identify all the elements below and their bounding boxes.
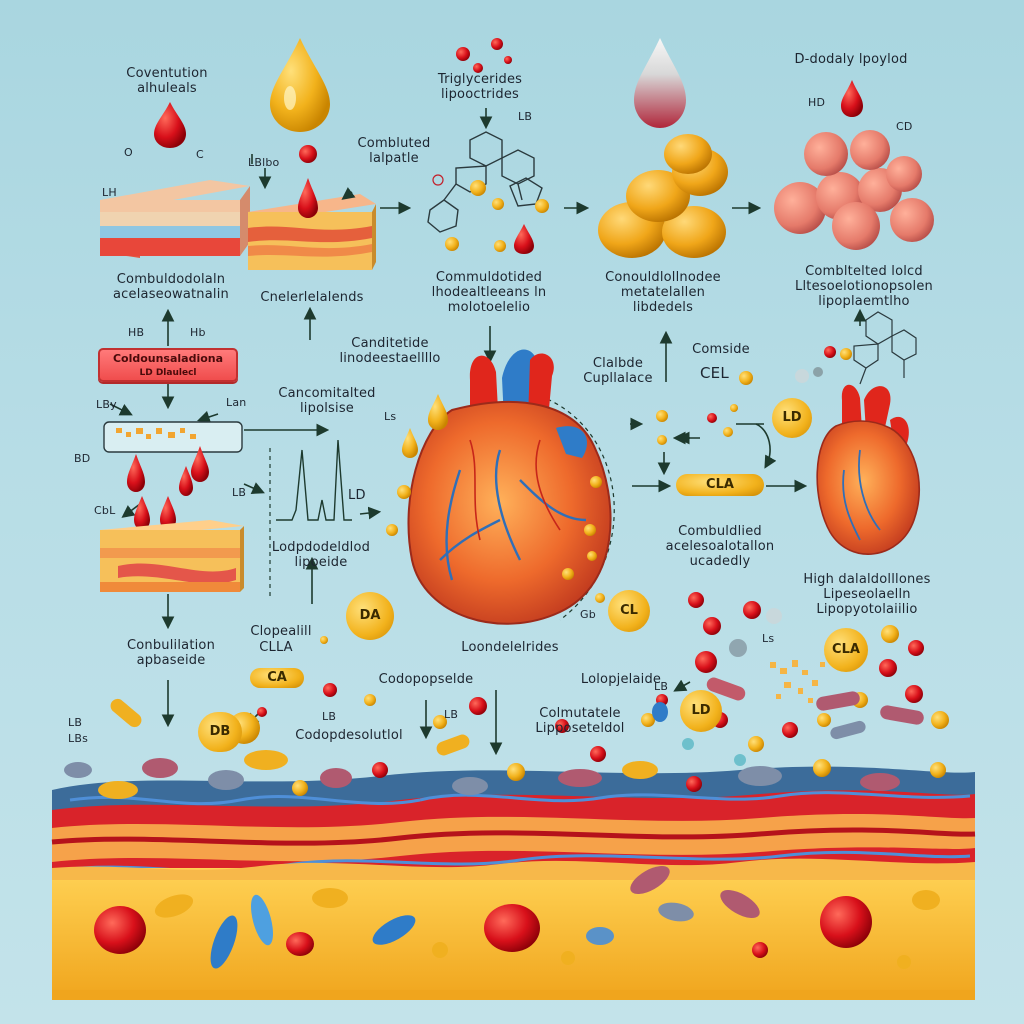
tissue-block-1 bbox=[100, 180, 250, 258]
red-molecule-cluster bbox=[456, 38, 512, 73]
yellow-lipid-balls-top bbox=[432, 174, 549, 254]
db-pill: DB bbox=[198, 712, 242, 752]
cl-pill-mid: CL bbox=[608, 590, 650, 632]
cla-pill-right: CLA bbox=[824, 628, 868, 672]
tissue-block-2 bbox=[248, 145, 376, 270]
lipid-status-title: Coldounsaladiona bbox=[112, 352, 224, 365]
molecule-structure-2 bbox=[853, 311, 917, 385]
label-row2-d: Conouldlollnodee metatelallen libdedels bbox=[605, 270, 721, 315]
label-row2-mid: Cnelerlelalends bbox=[260, 290, 364, 305]
label-row2-c: Commuldotided lhodealtleeans ln molotoel… bbox=[431, 270, 547, 315]
label-cont-lip: Cancomitalted lipolsise bbox=[278, 386, 376, 416]
label-combluted: Combluted lalpatle bbox=[357, 136, 431, 166]
label-lb-4: LB bbox=[322, 710, 337, 723]
label-top-left: Coventution alhuleals bbox=[126, 66, 208, 96]
label-lolopjelaide: Lolopjelaide bbox=[580, 672, 662, 687]
lipid-transfer-panel bbox=[103, 421, 243, 530]
ld-pill-bottom: LD bbox=[680, 690, 722, 732]
label-high: High dalaldolllones Lipeseolaelln Lipopy… bbox=[803, 572, 931, 617]
label-hb-1: HB bbox=[128, 326, 145, 339]
label-bd: BD bbox=[74, 452, 91, 465]
label-codo-2: Codopdesolutlol bbox=[295, 728, 403, 743]
label-ls: Ls bbox=[384, 410, 397, 423]
label-trig-lb: LB bbox=[518, 110, 533, 123]
mini-molecules-right bbox=[656, 346, 852, 445]
heart-right bbox=[816, 384, 921, 555]
label-lb-6: LB bbox=[68, 716, 83, 729]
label-colmutatele: Colmutatele Lipposeteldol bbox=[535, 706, 625, 736]
label-hb-2: Hb bbox=[190, 326, 206, 339]
label-codo-1: Codopopselde bbox=[378, 672, 474, 687]
label-cel: CEL bbox=[700, 364, 729, 382]
pink-globule-cluster bbox=[774, 130, 934, 250]
label-clopealill: Clopealill bbox=[250, 624, 312, 639]
label-lan: Lan bbox=[226, 396, 247, 409]
label-ls2: Ls bbox=[762, 632, 775, 645]
tissue-block-3 bbox=[100, 520, 244, 592]
oil-drop-large bbox=[270, 38, 330, 132]
label-clalbde: Clalbde Cupllalace bbox=[583, 356, 653, 386]
label-lb-5: LB bbox=[444, 708, 459, 721]
da-pill: DA bbox=[346, 592, 394, 640]
molecule-structure-1 bbox=[427, 131, 543, 233]
label-comside: Comside bbox=[692, 342, 750, 357]
label-row2-e: Combltelted lolcd Lltesoelotionopsolen l… bbox=[795, 264, 933, 309]
label-lh: LH bbox=[102, 186, 117, 199]
label-loondelelrides: Loondelelrides bbox=[461, 640, 559, 655]
red-drop-top-left bbox=[154, 102, 186, 148]
label-cbl: CbL bbox=[94, 504, 116, 517]
label-conbulilation: Conbulilation apbaseide bbox=[126, 638, 216, 668]
grey-red-drop bbox=[634, 38, 686, 128]
label-d-dodaly: D-dodaly lpoylod bbox=[794, 52, 908, 67]
artery-cross-section bbox=[51, 766, 976, 1000]
label-canditetide: Canditetide linodeestaellllo bbox=[339, 336, 441, 366]
label-triglycerides: Triglycerides lipooctrides bbox=[437, 72, 523, 102]
red-drop-top-right bbox=[841, 80, 863, 117]
label-clla: CLLA bbox=[259, 640, 293, 655]
label-c: C bbox=[196, 148, 204, 161]
label-lbs: LBs bbox=[68, 732, 89, 745]
label-row2-left: Combuldodolaln acelaseowatnalin bbox=[113, 272, 229, 302]
label-ld-wave: LD bbox=[348, 488, 366, 503]
heart-central bbox=[407, 349, 612, 625]
yellow-droplets-mid bbox=[386, 394, 605, 603]
flow-arrows bbox=[109, 108, 867, 756]
cla-pill-center: CLA bbox=[676, 474, 764, 496]
ca-pill: CA bbox=[250, 668, 304, 688]
label-lb-3: LB bbox=[654, 680, 669, 693]
scattered-particles bbox=[110, 592, 949, 766]
label-o: O bbox=[124, 146, 133, 159]
label-hd: HD bbox=[808, 96, 826, 109]
ecg-waveform bbox=[276, 439, 352, 521]
label-gb: Gb bbox=[580, 608, 596, 621]
label-cd: CD bbox=[896, 120, 913, 133]
lipid-status-sub: LD Dlaulecl bbox=[139, 368, 197, 378]
lipid-status-box: Coldounsaladiona LD Dlaulecl bbox=[98, 348, 238, 382]
plaque-objects bbox=[94, 866, 940, 969]
crumbly-fat-bits bbox=[770, 660, 825, 703]
artery-surface-blobs bbox=[64, 697, 946, 799]
label-lblbo: LBlbo bbox=[248, 156, 280, 169]
label-lb-2: LB bbox=[232, 486, 247, 499]
label-lby: LBy bbox=[96, 398, 117, 411]
fat-globule-cluster bbox=[598, 134, 728, 258]
ld-pill-right: LD bbox=[772, 398, 812, 438]
label-lodp: Lodpdodeldlod lipoeide bbox=[271, 540, 371, 570]
label-comb-acel: Combuldlied acelesoalotallon ucadedly bbox=[665, 524, 775, 569]
